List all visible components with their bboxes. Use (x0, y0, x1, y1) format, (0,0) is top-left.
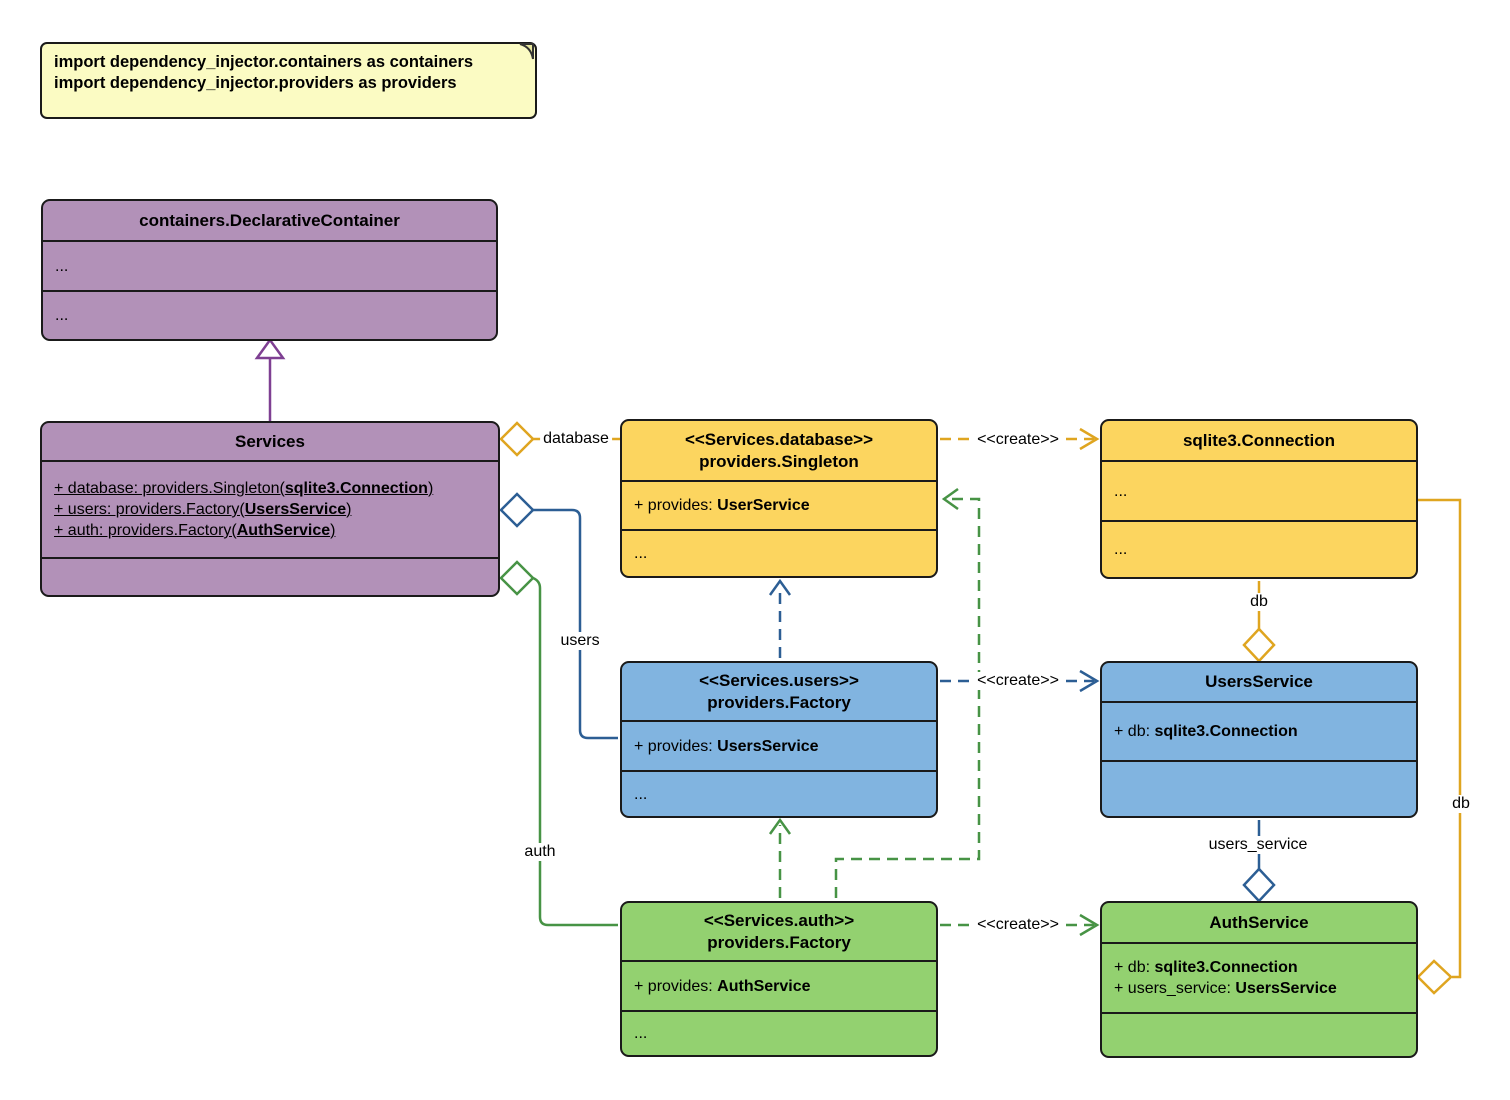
import-note: import dependency_injector.containers as… (40, 42, 537, 119)
class-attributes: + database: providers.Singleton(sqlite3.… (42, 460, 498, 557)
aggregation-diamond-icon (499, 492, 535, 528)
arrowhead-icon (941, 487, 959, 511)
arrowhead-icon (1079, 913, 1100, 937)
class-stereotype: <<Services.users>> (699, 670, 859, 690)
aggregation-diamond-icon (1416, 959, 1453, 995)
class-title: Services (235, 431, 305, 451)
arrowhead-icon (1079, 427, 1100, 451)
class-attributes: + db: sqlite3.Connection (1102, 701, 1416, 760)
class-section: ... (622, 770, 936, 816)
arrowhead-icon (768, 817, 792, 835)
edge-label-db-top: db (1247, 593, 1271, 611)
class-section (42, 557, 498, 595)
class-title-text: providers.Factory (707, 692, 851, 712)
class-section (1102, 1012, 1416, 1056)
class-services: Services + database: providers.Singleton… (40, 421, 500, 597)
class-attributes: + provides: UsersService (622, 720, 936, 770)
aggregation-diamond-icon (1242, 627, 1276, 663)
class-title: <<Services.users>> providers.Factory (622, 663, 936, 720)
class-title: UsersService (1205, 672, 1313, 691)
aggregation-diamond-icon (499, 560, 535, 596)
arrowhead-icon (1079, 669, 1100, 693)
class-database-singleton: <<Services.database>> providers.Singleto… (620, 419, 938, 578)
class-attributes: + db: sqlite3.Connection + users_service… (1102, 942, 1416, 1012)
ellipsis-text: ... (55, 257, 69, 275)
edge-label-create-auth: <<create>> (974, 916, 1062, 934)
aggregation-diamond-icon (1242, 867, 1276, 903)
class-attributes: + provides: UserService (622, 480, 936, 529)
edge-label-db-right: db (1449, 795, 1473, 813)
class-section: ... (43, 290, 496, 339)
class-title: sqlite3.Connection (1182, 430, 1336, 450)
ellipsis-text: ... (55, 307, 69, 324)
class-attributes: + provides: AuthService (622, 960, 936, 1010)
note-line: import dependency_injector.containers as… (54, 53, 474, 71)
edge-label-database: database (540, 430, 612, 448)
arrowhead-icon (768, 578, 792, 596)
ellipsis-text: ... (634, 545, 648, 562)
ellipsis-text: ... (1114, 482, 1128, 500)
ellipsis-text: ... (634, 785, 648, 803)
attribute-line: + provides: UsersService (634, 737, 819, 755)
edge-label-users-service: users_service (1205, 836, 1311, 854)
class-stereotype: <<Services.auth>> (703, 910, 855, 930)
note-line: import dependency_injector.providers as … (54, 74, 457, 92)
edge-label-auth: auth (521, 843, 559, 861)
class-section: ... (622, 1010, 936, 1055)
class-section: ... (43, 240, 496, 290)
edge-label-create-database: <<create>> (974, 431, 1062, 449)
attribute-line: + users: providers.Factory(UsersService) (54, 501, 352, 518)
edge-label-create-users: <<create>> (974, 672, 1062, 690)
ellipsis-text: ... (634, 1025, 648, 1042)
edge-label-users: users (557, 632, 603, 650)
class-title: AuthService (1209, 912, 1309, 932)
class-section: ... (1102, 520, 1416, 577)
class-stereotype: <<Services.database>> (684, 429, 874, 449)
class-section: ... (1102, 460, 1416, 520)
class-users-service: UsersService + db: sqlite3.Connection (1100, 661, 1418, 818)
attribute-line: + provides: UserService (634, 497, 810, 514)
ellipsis-text: ... (1114, 541, 1128, 558)
attribute-line: + provides: AuthService (634, 977, 811, 995)
class-title-text: providers.Factory (707, 932, 851, 952)
class-title: <<Services.database>> providers.Singleto… (622, 421, 936, 480)
class-title: containers.DeclarativeContainer (139, 210, 400, 230)
attribute-line: + auth: providers.Factory(AuthService) (54, 522, 336, 539)
note-fold-icon (519, 43, 534, 60)
class-section (1102, 760, 1416, 816)
attribute-line: + users_service: UsersService (1114, 980, 1337, 997)
class-title: <<Services.auth>> providers.Factory (622, 903, 936, 960)
inheritance-triangle-icon (254, 337, 286, 360)
class-auth-factory: <<Services.auth>> providers.Factory + pr… (620, 901, 938, 1057)
class-sqlite-connection: sqlite3.Connection ... ... (1100, 419, 1418, 579)
aggregation-diamond-icon (499, 421, 535, 457)
class-auth-service: AuthService + db: sqlite3.Connection + u… (1100, 901, 1418, 1058)
attribute-line: + db: sqlite3.Connection (1114, 723, 1298, 740)
class-users-factory: <<Services.users>> providers.Factory + p… (620, 661, 938, 818)
attribute-line: + database: providers.Singleton(sqlite3.… (54, 480, 434, 497)
class-declarative-container: containers.DeclarativeContainer ... ... (41, 199, 498, 341)
edge-inheritance (254, 337, 286, 421)
class-section: ... (622, 529, 936, 576)
attribute-line: + db: sqlite3.Connection (1114, 959, 1298, 976)
class-title-text: providers.Singleton (699, 451, 859, 471)
